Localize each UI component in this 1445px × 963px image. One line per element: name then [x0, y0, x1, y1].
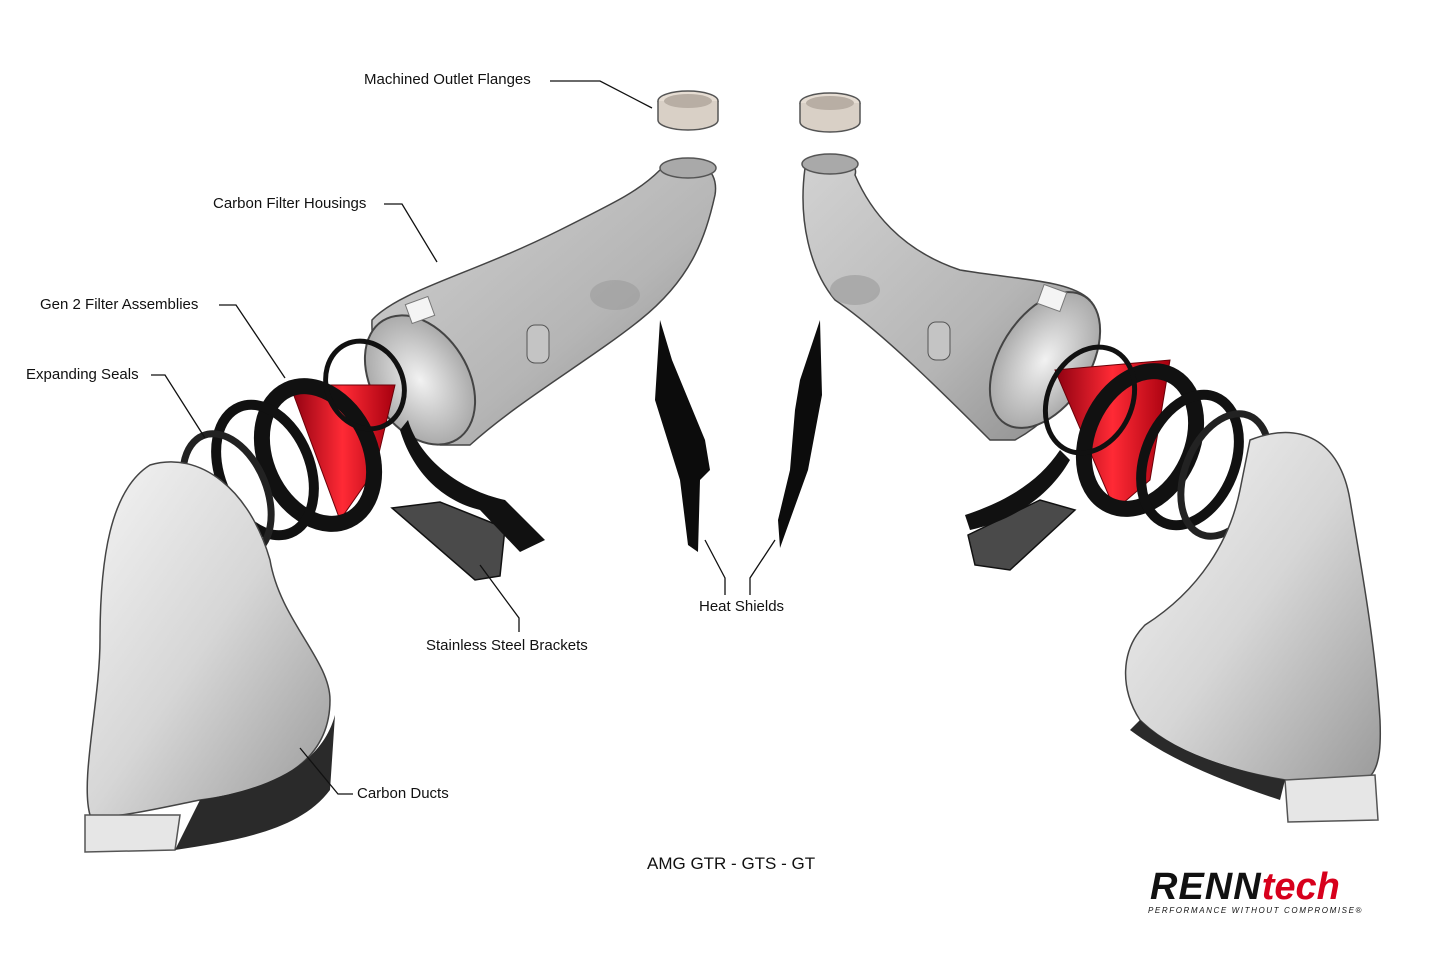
- leader-outlet-flanges: [550, 80, 653, 109]
- label-carbon-ducts: Carbon Ducts: [357, 785, 449, 802]
- right-heat-shield: [778, 320, 822, 548]
- leader-lines: [151, 80, 776, 795]
- left-heat-shield: [655, 320, 710, 552]
- logo-tagline: PERFORMANCE WITHOUT COMPROMISE®: [1148, 906, 1364, 915]
- leader-expanding-seals: [151, 374, 206, 439]
- logo-accent-text: tech: [1261, 866, 1340, 908]
- left-bracket: [390, 420, 545, 581]
- left-outlet-flange: [657, 90, 719, 131]
- leader-filter-assemblies: [219, 304, 286, 379]
- left-filter-housing: [363, 157, 717, 446]
- leader-heat-shields-left: [704, 539, 726, 595]
- leader-heat-shields-right: [749, 539, 776, 595]
- label-outlet-flanges: Machined Outlet Flanges: [364, 71, 531, 88]
- right-carbon-duct: [1124, 431, 1382, 823]
- model-caption: AMG GTR - GTS - GT: [647, 854, 816, 873]
- leader-filter-housings: [384, 203, 438, 263]
- logo-main-text: RENN: [1150, 866, 1262, 908]
- left-filter-assembly: [253, 338, 407, 532]
- leader-brackets: [479, 564, 520, 632]
- label-expanding-seals: Expanding Seals: [26, 366, 139, 383]
- right-bracket: [965, 450, 1077, 571]
- label-heat-shields: Heat Shields: [699, 598, 785, 615]
- label-brackets: Stainless Steel Brackets: [426, 637, 588, 654]
- right-outlet-flange: [799, 92, 861, 133]
- label-filter-housings: Carbon Filter Housings: [213, 195, 367, 212]
- renntech-logo: RENNtech: [1150, 866, 1340, 909]
- label-filter-assemblies: Gen 2 Filter Assemblies: [40, 296, 199, 313]
- leader-carbon-ducts: [299, 747, 353, 795]
- left-carbon-duct: [84, 461, 335, 853]
